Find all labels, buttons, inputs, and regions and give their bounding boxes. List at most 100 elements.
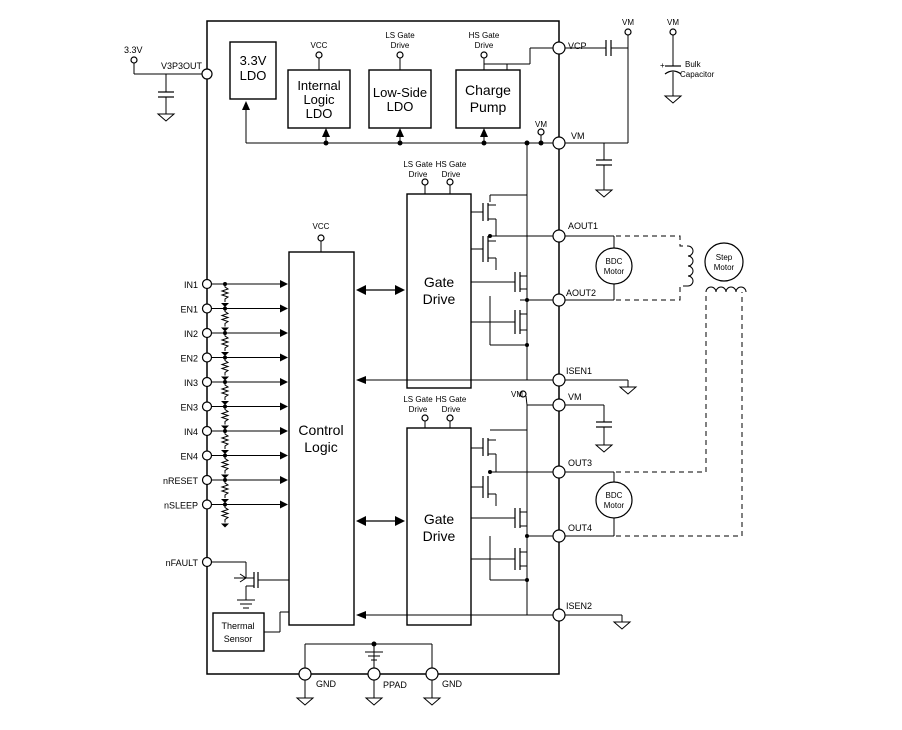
svg-text:Drive: Drive: [391, 41, 410, 50]
block-gate-drive-bottom: Gate Drive LS Gate Drive HS Gate Drive: [403, 395, 472, 626]
svg-text:Gate: Gate: [424, 274, 455, 290]
block-internal-logic-ldo: Internal Logic LDO: [287, 69, 351, 129]
svg-text:BDC: BDC: [606, 491, 623, 500]
block-control-logic: Control Logic VCC: [288, 222, 355, 626]
pin-out4: OUT4: [552, 517, 615, 543]
svg-text:VM: VM: [511, 390, 523, 399]
svg-text:VM: VM: [622, 18, 634, 27]
pin-isen1: ISEN1: [356, 345, 638, 395]
svg-text:HS Gate: HS Gate: [469, 31, 500, 40]
svg-text:LS Gate: LS Gate: [403, 160, 433, 169]
svg-text:LDO: LDO: [387, 99, 414, 114]
svg-text:3.3V: 3.3V: [240, 53, 267, 68]
bulk-capacitor: VM + Bulk Capacitor: [660, 18, 715, 104]
input-pin-in3: IN3: [184, 376, 288, 405]
input-pin-in4: IN4: [184, 425, 288, 454]
vcp-pin: VCP: [484, 40, 628, 70]
vm-decoupling-cap: [594, 143, 614, 198]
svg-text:Charge: Charge: [465, 82, 511, 98]
v33-supply: 3.3V: [124, 45, 207, 75]
pin-aout2: AOUT2: [552, 284, 615, 307]
bus-arrows: [356, 285, 405, 526]
svg-text:Logic: Logic: [304, 439, 337, 455]
bdc-motor-bottom: BDC Motor: [595, 481, 633, 519]
bdc-motor-top: BDC Motor: [595, 247, 633, 285]
svg-text:AOUT2: AOUT2: [566, 288, 596, 298]
svg-text:Drive: Drive: [409, 170, 428, 179]
pin-isen2: ISEN2: [356, 580, 632, 630]
v33-label: 3.3V: [124, 45, 143, 55]
svg-text:Motor: Motor: [714, 263, 735, 272]
svg-text:+: +: [660, 61, 665, 70]
input-pin-label: EN3: [180, 403, 198, 413]
input-pin-nsleep: nSLEEP: [164, 499, 288, 528]
input-pin-in1: IN1: [184, 278, 288, 307]
pin-out3: OUT3: [552, 458, 615, 482]
svg-text:Motor: Motor: [604, 267, 625, 276]
dashed-motor-wiring: [616, 235, 743, 537]
input-pin-label: IN1: [184, 280, 198, 290]
svg-text:Drive: Drive: [423, 528, 456, 544]
svg-text:ISEN2: ISEN2: [566, 601, 592, 611]
svg-text:Pump: Pump: [470, 99, 507, 115]
svg-text:LS Gate: LS Gate: [385, 31, 415, 40]
svg-text:Drive: Drive: [423, 291, 456, 307]
input-pin-nreset: nRESET: [163, 474, 288, 503]
block-3v3-ldo: 3.3V LDO: [229, 41, 277, 100]
svg-text:BDC: BDC: [606, 257, 623, 266]
input-pin-label: EN2: [180, 354, 198, 364]
block-thermal-sensor: Thermal Sensor: [212, 611, 289, 652]
svg-text:OUT3: OUT3: [568, 458, 592, 468]
pin-aout1: AOUT1: [552, 221, 615, 248]
ground-pins: GND PPAD GND: [295, 641, 463, 706]
h-bridge-top: [471, 194, 553, 347]
svg-text:VM: VM: [571, 131, 585, 141]
block-low-side-ldo: Low-Side LDO: [368, 69, 432, 129]
h-bridge-bottom: [471, 405, 553, 604]
svg-text:Gate: Gate: [424, 511, 455, 527]
svg-text:LDO: LDO: [240, 68, 267, 83]
vm-external: VM: [565, 18, 634, 144]
svg-text:Motor: Motor: [604, 501, 625, 510]
input-pin-en4: EN4: [180, 450, 288, 479]
block-charge-pump: Charge Pump: [455, 69, 521, 129]
svg-text:VM: VM: [568, 392, 582, 402]
svg-text:Drive: Drive: [442, 405, 461, 414]
svg-text:Sensor: Sensor: [224, 634, 253, 644]
input-pin-in2: IN2: [184, 327, 288, 356]
svg-text:PPAD: PPAD: [383, 680, 407, 690]
svg-text:Logic: Logic: [303, 92, 335, 107]
svg-text:OUT4: OUT4: [568, 523, 592, 533]
svg-text:Capacitor: Capacitor: [680, 70, 715, 79]
svg-text:GND: GND: [442, 679, 463, 689]
svg-text:Step: Step: [716, 253, 733, 262]
svg-text:GND: GND: [316, 679, 337, 689]
input-pin-label: EN1: [180, 305, 198, 315]
svg-text:Thermal: Thermal: [221, 621, 254, 631]
v3p3out-label: V3P3OUT: [161, 61, 203, 71]
svg-text:Bulk: Bulk: [685, 60, 702, 69]
pin-vm-bottom: VM VM: [511, 390, 614, 453]
input-pin-en3: EN3: [180, 401, 288, 430]
svg-text:VCC: VCC: [311, 41, 328, 50]
input-pin-label: IN3: [184, 378, 198, 388]
vm-internal-rail: VM VM: [242, 101, 585, 352]
chip-outline: [206, 20, 560, 675]
svg-text:HS Gate: HS Gate: [436, 160, 467, 169]
input-pin-label: nRESET: [163, 476, 199, 486]
svg-text:VCP: VCP: [568, 41, 587, 51]
nfault-pin: nFAULT: [166, 556, 289, 609]
svg-text:VM: VM: [535, 120, 547, 129]
svg-text:Drive: Drive: [475, 41, 494, 50]
step-motor: Step Motor: [687, 242, 747, 293]
svg-text:VCC: VCC: [313, 222, 330, 231]
svg-text:AOUT1: AOUT1: [568, 221, 598, 231]
input-pin-label: IN4: [184, 427, 198, 437]
svg-text:LDO: LDO: [306, 106, 333, 121]
input-pin-en2: EN2: [180, 352, 288, 381]
svg-text:Drive: Drive: [409, 405, 428, 414]
svg-text:ISEN1: ISEN1: [566, 366, 592, 376]
svg-text:Drive: Drive: [442, 170, 461, 179]
